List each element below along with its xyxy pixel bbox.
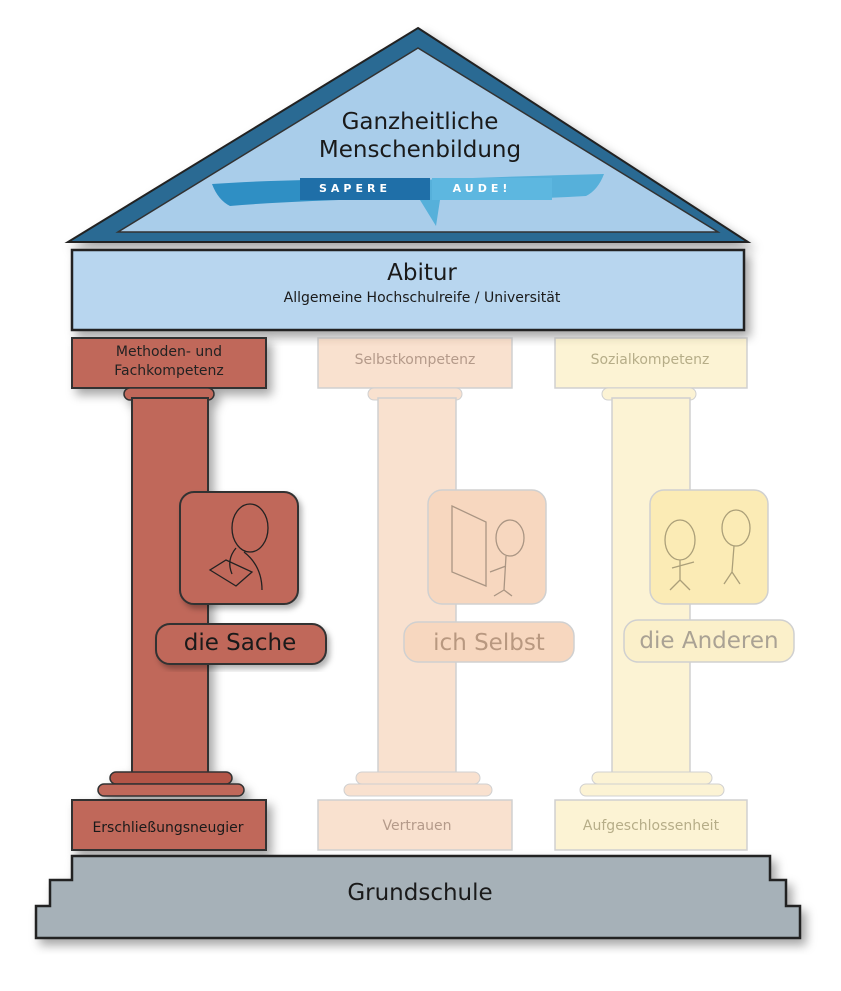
- roof-title-line1: Ganzheitliche: [341, 109, 499, 135]
- architrave-abitur: [70, 248, 746, 332]
- sapere-aude-banner: [212, 174, 604, 226]
- base-label-vertrauen: Vertrauen: [382, 818, 452, 834]
- roof-title: Ganzheitliche Menschenbildung: [220, 108, 620, 164]
- pillar-andere: [554, 337, 795, 851]
- sache-label-pill: [155, 623, 327, 665]
- motto-right: AUDE!: [452, 182, 512, 195]
- roof-title-line2: Menschenbildung: [318, 137, 522, 163]
- two-people-icon: [664, 509, 751, 591]
- capital-label-sozial: Sozialkompetenz: [590, 352, 710, 368]
- base-label-erschliessung: Erschließungsneugier: [92, 820, 244, 836]
- pillar-label-andere: die Anderen: [639, 628, 779, 654]
- person-reading-icon: [208, 503, 269, 591]
- person-mirror-icon: [451, 504, 525, 597]
- pillar-label-sache: die Sache: [183, 630, 297, 656]
- sache-icon-box: [179, 491, 299, 605]
- abitur-subtitle: Allgemeine Hochschulreife / Universität: [283, 290, 561, 306]
- capital-label-line2: Fachkompetenz: [114, 363, 224, 379]
- foundation-grundschule: [34, 854, 802, 940]
- base-label-aufgeschlossenheit: Aufgeschlossenheit: [582, 818, 720, 834]
- capital-label-line1: Methoden- und: [115, 344, 223, 360]
- capital-label-methoden: Methoden- und Fachkompetenz: [74, 343, 264, 381]
- abitur-title: Abitur: [387, 260, 457, 286]
- foundation-label: Grundschule: [347, 880, 493, 906]
- motto-left: SAPERE: [319, 182, 391, 195]
- capital-label-selbst: Selbstkompetenz: [354, 352, 476, 368]
- pillar-selbst: [317, 337, 575, 851]
- pillar-label-selbst: ich Selbst: [433, 630, 545, 656]
